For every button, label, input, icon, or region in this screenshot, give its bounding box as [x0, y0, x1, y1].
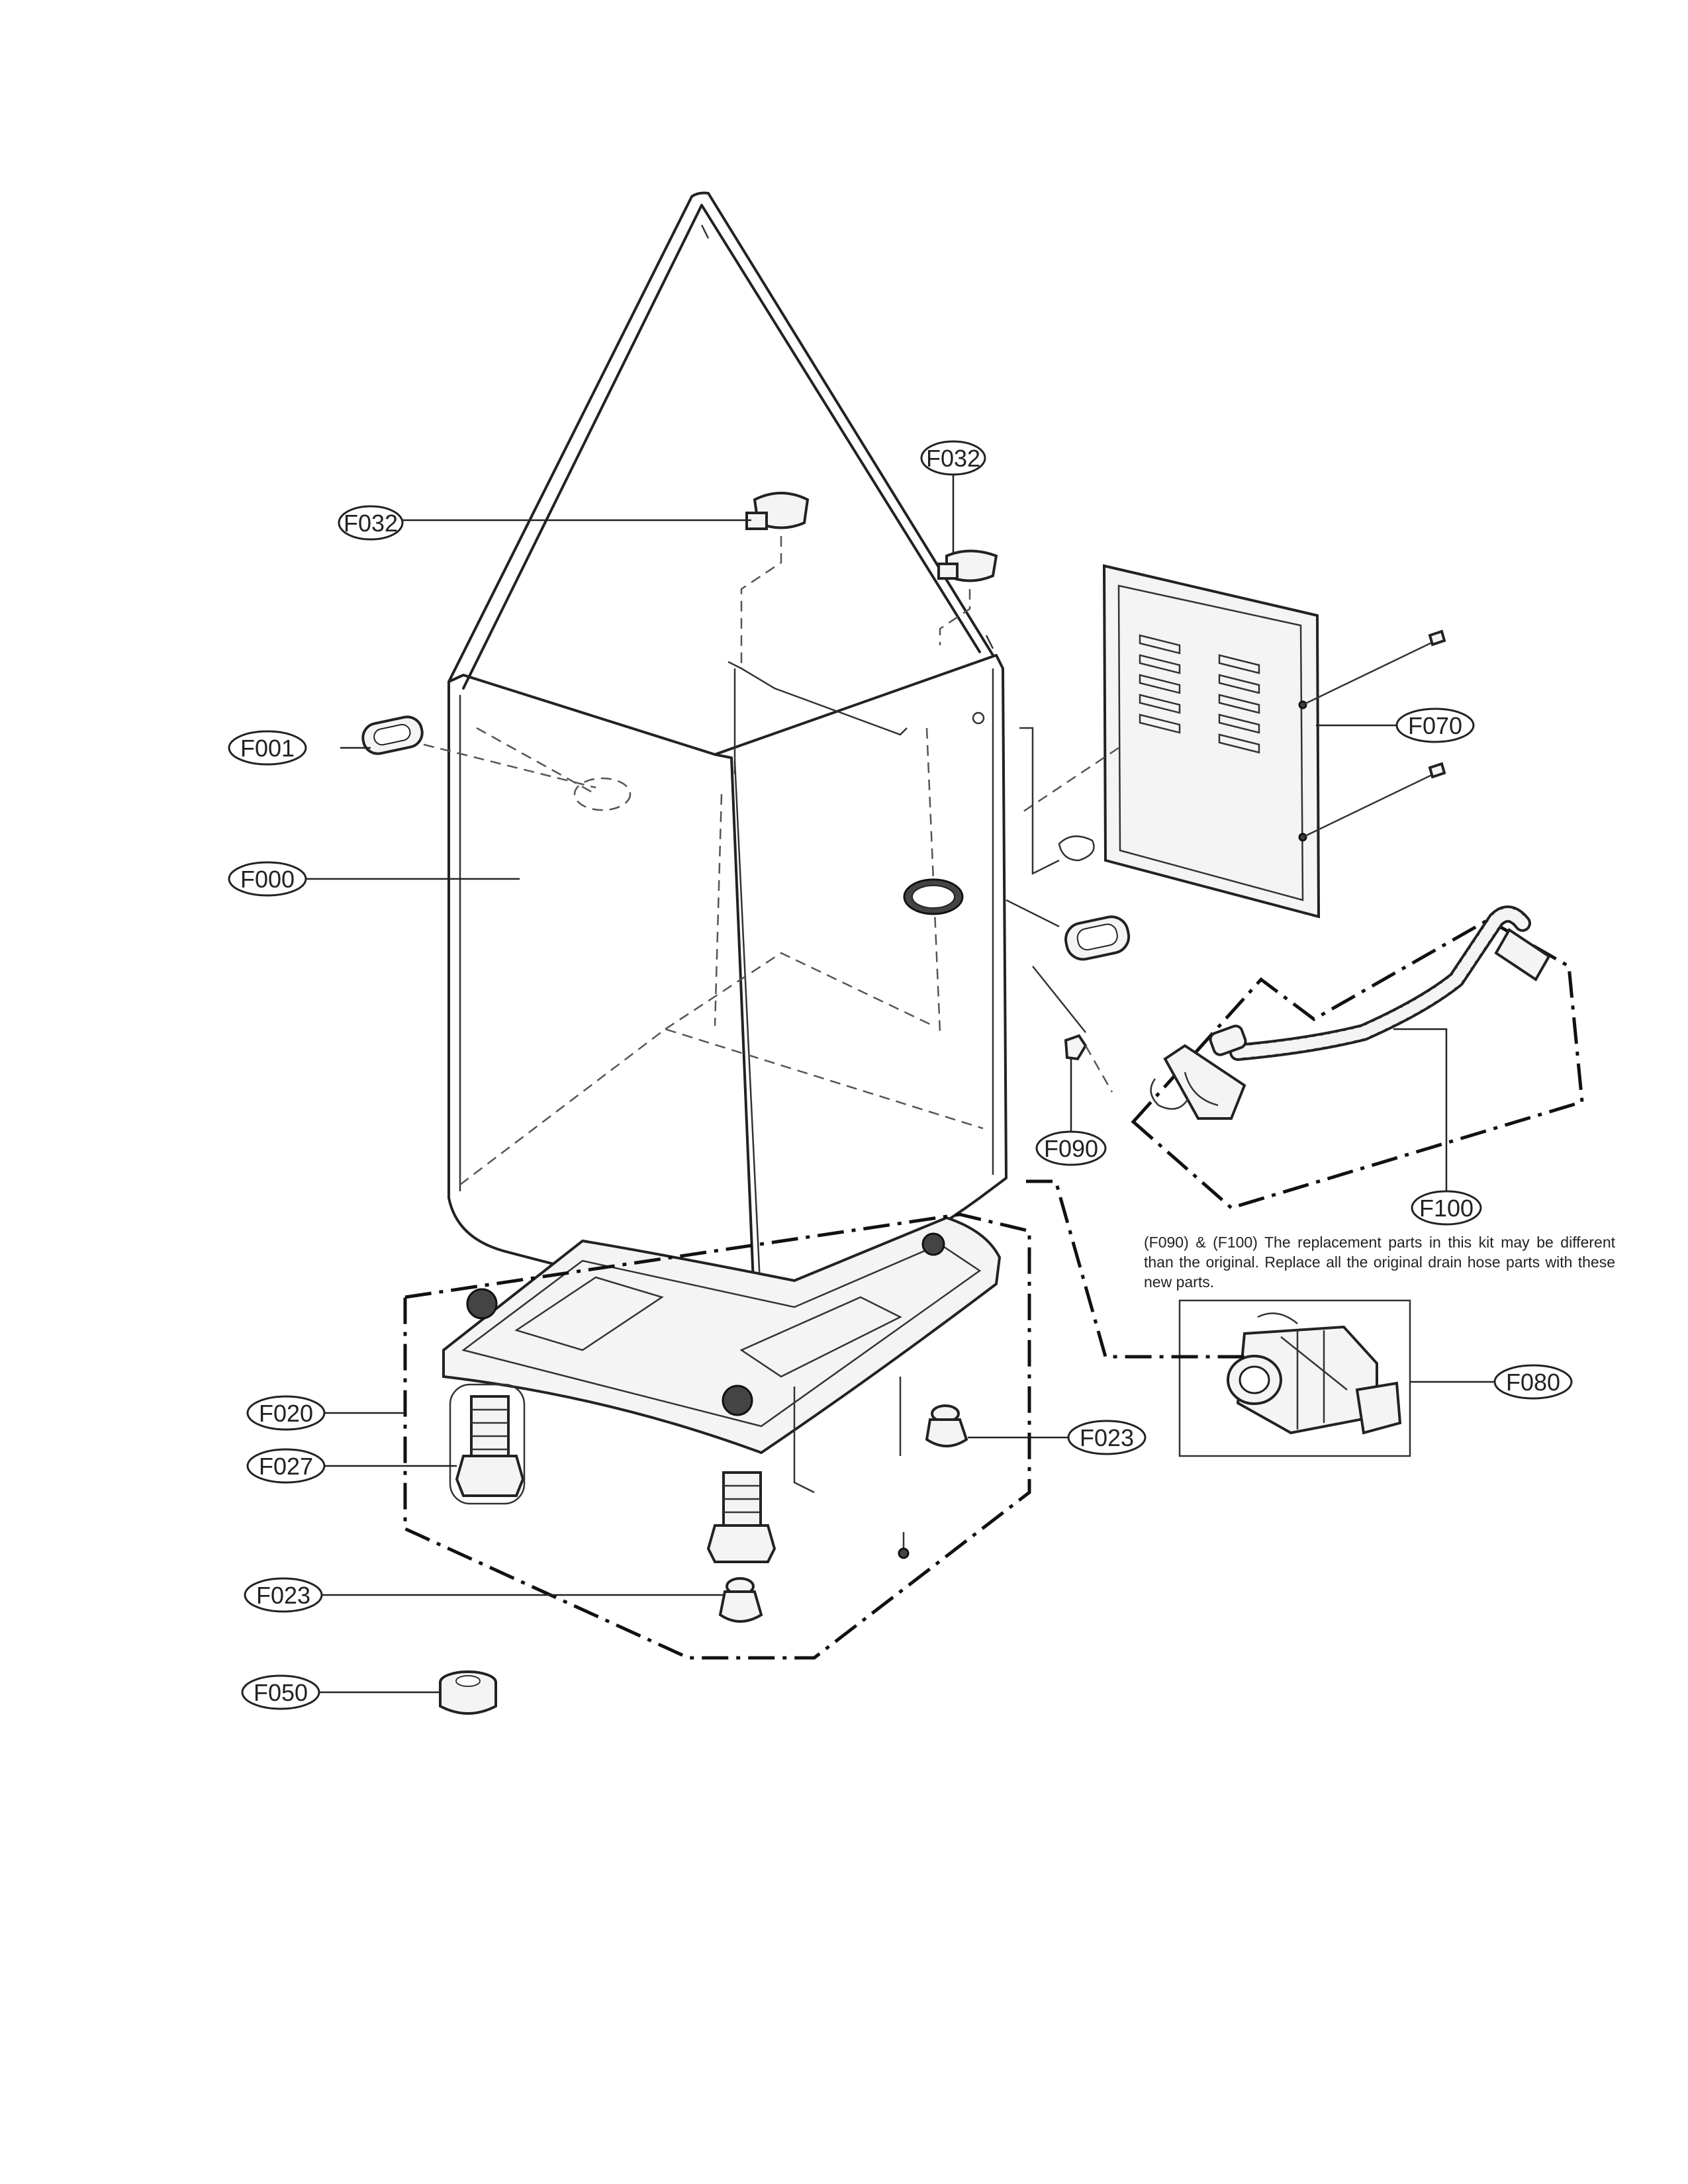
leader-lines: [306, 474, 1495, 1694]
callout-label: F001: [240, 735, 295, 762]
side-hose-plug: [1006, 899, 1131, 961]
callout-label: F020: [259, 1400, 313, 1427]
callout-f032-left: F032: [338, 505, 404, 541]
callout-label: F027: [259, 1453, 313, 1480]
callout-label: F000: [240, 866, 295, 893]
callout-f023-left: F023: [244, 1577, 323, 1613]
washer-f050: [439, 1670, 497, 1715]
leveling-leg-front-left: [449, 1383, 526, 1505]
callout-f090: F090: [1035, 1130, 1107, 1166]
callout-label: F050: [254, 1679, 308, 1706]
hose-plug: [361, 715, 632, 811]
callout-f080: F080: [1493, 1364, 1573, 1400]
callout-label: F023: [256, 1582, 310, 1609]
callout-label: F032: [344, 510, 398, 537]
hose-clamp-top: [937, 549, 998, 645]
clip-f090: [1032, 966, 1113, 1093]
rubber-foot-left: [718, 1577, 763, 1623]
vent-slots: [1139, 634, 1260, 754]
callout-label: F100: [1419, 1195, 1474, 1222]
callout-f001: F001: [228, 730, 307, 766]
callout-f023-right: F023: [1067, 1420, 1147, 1455]
callout-label: F070: [1408, 712, 1462, 739]
callout-f050: F050: [241, 1674, 320, 1710]
rear-cover: [1019, 564, 1446, 919]
callout-f000: F000: [228, 861, 307, 897]
callout-f027: F027: [246, 1448, 326, 1484]
leveling-leg-front-center: [706, 1471, 776, 1563]
replacement-note: (F090) & (F100) The replacement parts in…: [1144, 1234, 1615, 1291]
base-group-boundary: [403, 1212, 1031, 1660]
callout-label: F090: [1044, 1135, 1098, 1162]
screw: [898, 1532, 910, 1559]
callout-f100: F100: [1411, 1190, 1482, 1226]
hose-clip: [1019, 727, 1095, 876]
callout-f032-top: F032: [920, 440, 986, 476]
callout-f070: F070: [1395, 707, 1475, 743]
cabinet: [447, 191, 1008, 1315]
base-frame: [442, 1216, 1002, 1494]
callout-label: F080: [1506, 1369, 1560, 1396]
drain-pump: [1026, 1179, 1411, 1457]
rubber-foot-right: [925, 1404, 968, 1447]
drain-hose-assembly: [1131, 905, 1584, 1210]
callout-label: F023: [1080, 1424, 1134, 1451]
callout-f020: F020: [246, 1395, 326, 1431]
callout-label: F032: [926, 445, 980, 472]
